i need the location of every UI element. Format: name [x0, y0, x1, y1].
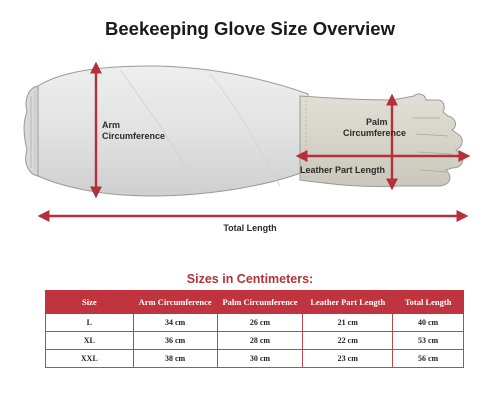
header-arm-circumference: Arm Circumference [132, 290, 218, 314]
leather-length-label: Leather Part Length [300, 165, 385, 175]
page-title: Beekeeping Glove Size Overview [105, 18, 395, 39]
table-cell: 28 cm [216, 331, 304, 350]
table-cell: 23 cm [302, 349, 394, 368]
table-row: XXL 38 cm 30 cm 23 cm 56 cm [45, 349, 464, 368]
table-cell: 56 cm [392, 349, 464, 368]
table-cell: 26 cm [216, 313, 304, 332]
palm-label-line2: Circumference [343, 128, 406, 138]
glove-sleeve [23, 65, 309, 197]
arm-label-line2: Circumference [102, 131, 165, 141]
header-size: Size [45, 290, 134, 314]
table-cell: 53 cm [392, 331, 464, 350]
table-cell: 38 cm [132, 349, 218, 368]
arm-label-line1: Arm [102, 120, 120, 130]
header-palm-circumference: Palm Circumference [216, 290, 304, 314]
table-row: XL 36 cm 28 cm 22 cm 53 cm [45, 331, 464, 350]
size-table: Size Arm Circumference Palm Circumferenc… [45, 290, 464, 368]
table-header-row: Size Arm Circumference Palm Circumferenc… [45, 290, 464, 314]
table-cell: 22 cm [302, 331, 394, 350]
table-cell: 30 cm [216, 349, 304, 368]
table-cell: 34 cm [132, 313, 218, 332]
table-cell: XXL [45, 349, 134, 368]
table-cell: L [45, 313, 134, 332]
glove-leather-hand [299, 93, 464, 188]
table-caption: Sizes in Centimeters: [186, 272, 314, 286]
total-length-label: Total Length [223, 223, 276, 233]
header-leather-length: Leather Part Length [302, 290, 394, 314]
glove-diagram: Arm Circumference Palm Circumference Lea… [23, 61, 471, 233]
table-cell: 21 cm [302, 313, 394, 332]
table-row: L 34 cm 26 cm 21 cm 40 cm [45, 313, 464, 332]
table-cell: XL [45, 331, 134, 350]
header-total-length: Total Length [392, 290, 464, 314]
table-cell: 40 cm [392, 313, 464, 332]
palm-label-line1: Palm [366, 117, 388, 127]
table-cell: 36 cm [132, 331, 218, 350]
